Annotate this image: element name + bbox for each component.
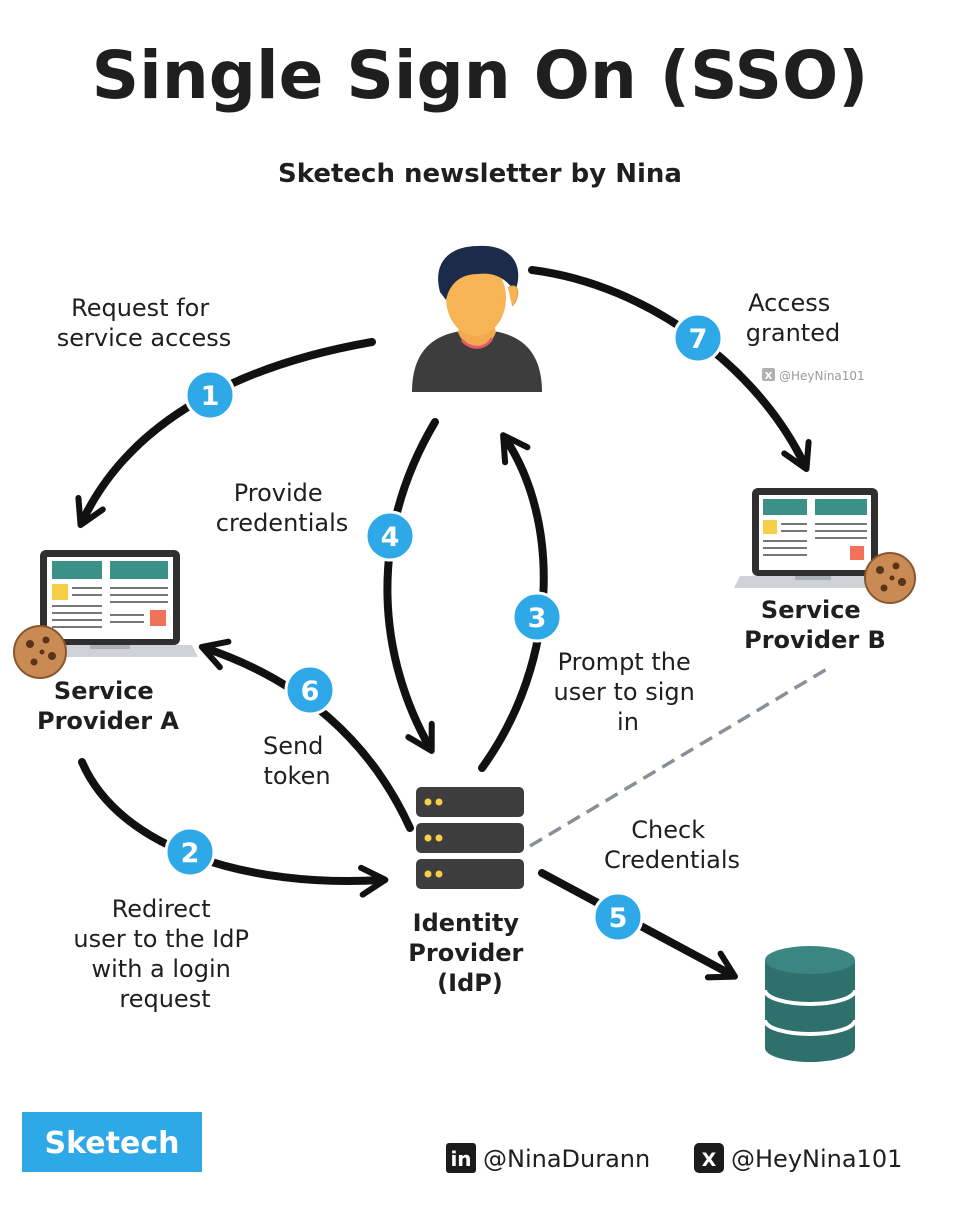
service-provider-a-label: Service Provider A [37, 677, 179, 735]
user-icon [412, 245, 542, 392]
svg-text:Sketech: Sketech [45, 1126, 180, 1161]
step-3-label: Prompt the user to sign in [554, 648, 703, 736]
arrow-step-4 [383, 418, 439, 754]
step-1-label: Request for service access [57, 294, 231, 352]
svg-text:@HeyNina101: @HeyNina101 [731, 1145, 902, 1173]
step-7-label: Access granted [746, 289, 840, 347]
brand-badge: Sketech [22, 1112, 202, 1172]
identity-provider-label: Identity Provider (IdP) [408, 909, 531, 997]
svg-text:7: 7 [689, 324, 708, 355]
svg-text:X: X [702, 1149, 717, 1171]
laptop-service-b-icon [734, 488, 896, 588]
step-5-label: Check Credentials [604, 816, 740, 874]
service-provider-b-label: Service Provider B [744, 596, 886, 654]
x-icon [694, 1143, 724, 1173]
step-badge-5: 5 [592, 891, 644, 943]
step-4-label: Provide credentials [216, 479, 348, 537]
x-handle: X @HeyNina101 [694, 1143, 902, 1173]
svg-text:3: 3 [528, 603, 547, 634]
step-6-label: Send token [263, 732, 331, 790]
step-2-label: Redirect user to the IdP with a login re… [73, 895, 256, 1013]
svg-text:@HeyNina101: @HeyNina101 [779, 369, 865, 383]
server-icon [416, 787, 524, 889]
cookie-a-icon [13, 625, 67, 679]
database-icon [763, 946, 857, 1062]
step-badge-2: 2 [164, 826, 216, 878]
arrow-step-2 [78, 758, 389, 898]
step-badge-1: 1 [184, 369, 236, 421]
step-badge-6: 6 [284, 664, 336, 716]
arrow-step-6 [198, 638, 414, 832]
linkedin-handle: in @NinaDurann [446, 1143, 650, 1173]
svg-text:5: 5 [609, 903, 628, 934]
dashed-link [529, 664, 833, 848]
step-badge-7: 7 [672, 312, 724, 364]
step-badge-4: 4 [364, 510, 416, 562]
svg-text:in: in [450, 1147, 471, 1171]
svg-text:1: 1 [201, 381, 220, 412]
page-subtitle: Sketech newsletter by Nina [278, 159, 682, 189]
linkedin-icon [446, 1143, 476, 1173]
svg-text:6: 6 [301, 676, 320, 707]
svg-text:@NinaDurann: @NinaDurann [483, 1145, 650, 1173]
cookie-b-icon [864, 552, 916, 604]
svg-text:4: 4 [381, 522, 400, 553]
watermark: X @HeyNina101 [762, 368, 865, 383]
svg-text:X: X [765, 371, 773, 382]
page-title: Single Sign On (SSO) [92, 37, 869, 114]
svg-text:2: 2 [181, 838, 200, 869]
step-badge-3: 3 [511, 591, 563, 643]
